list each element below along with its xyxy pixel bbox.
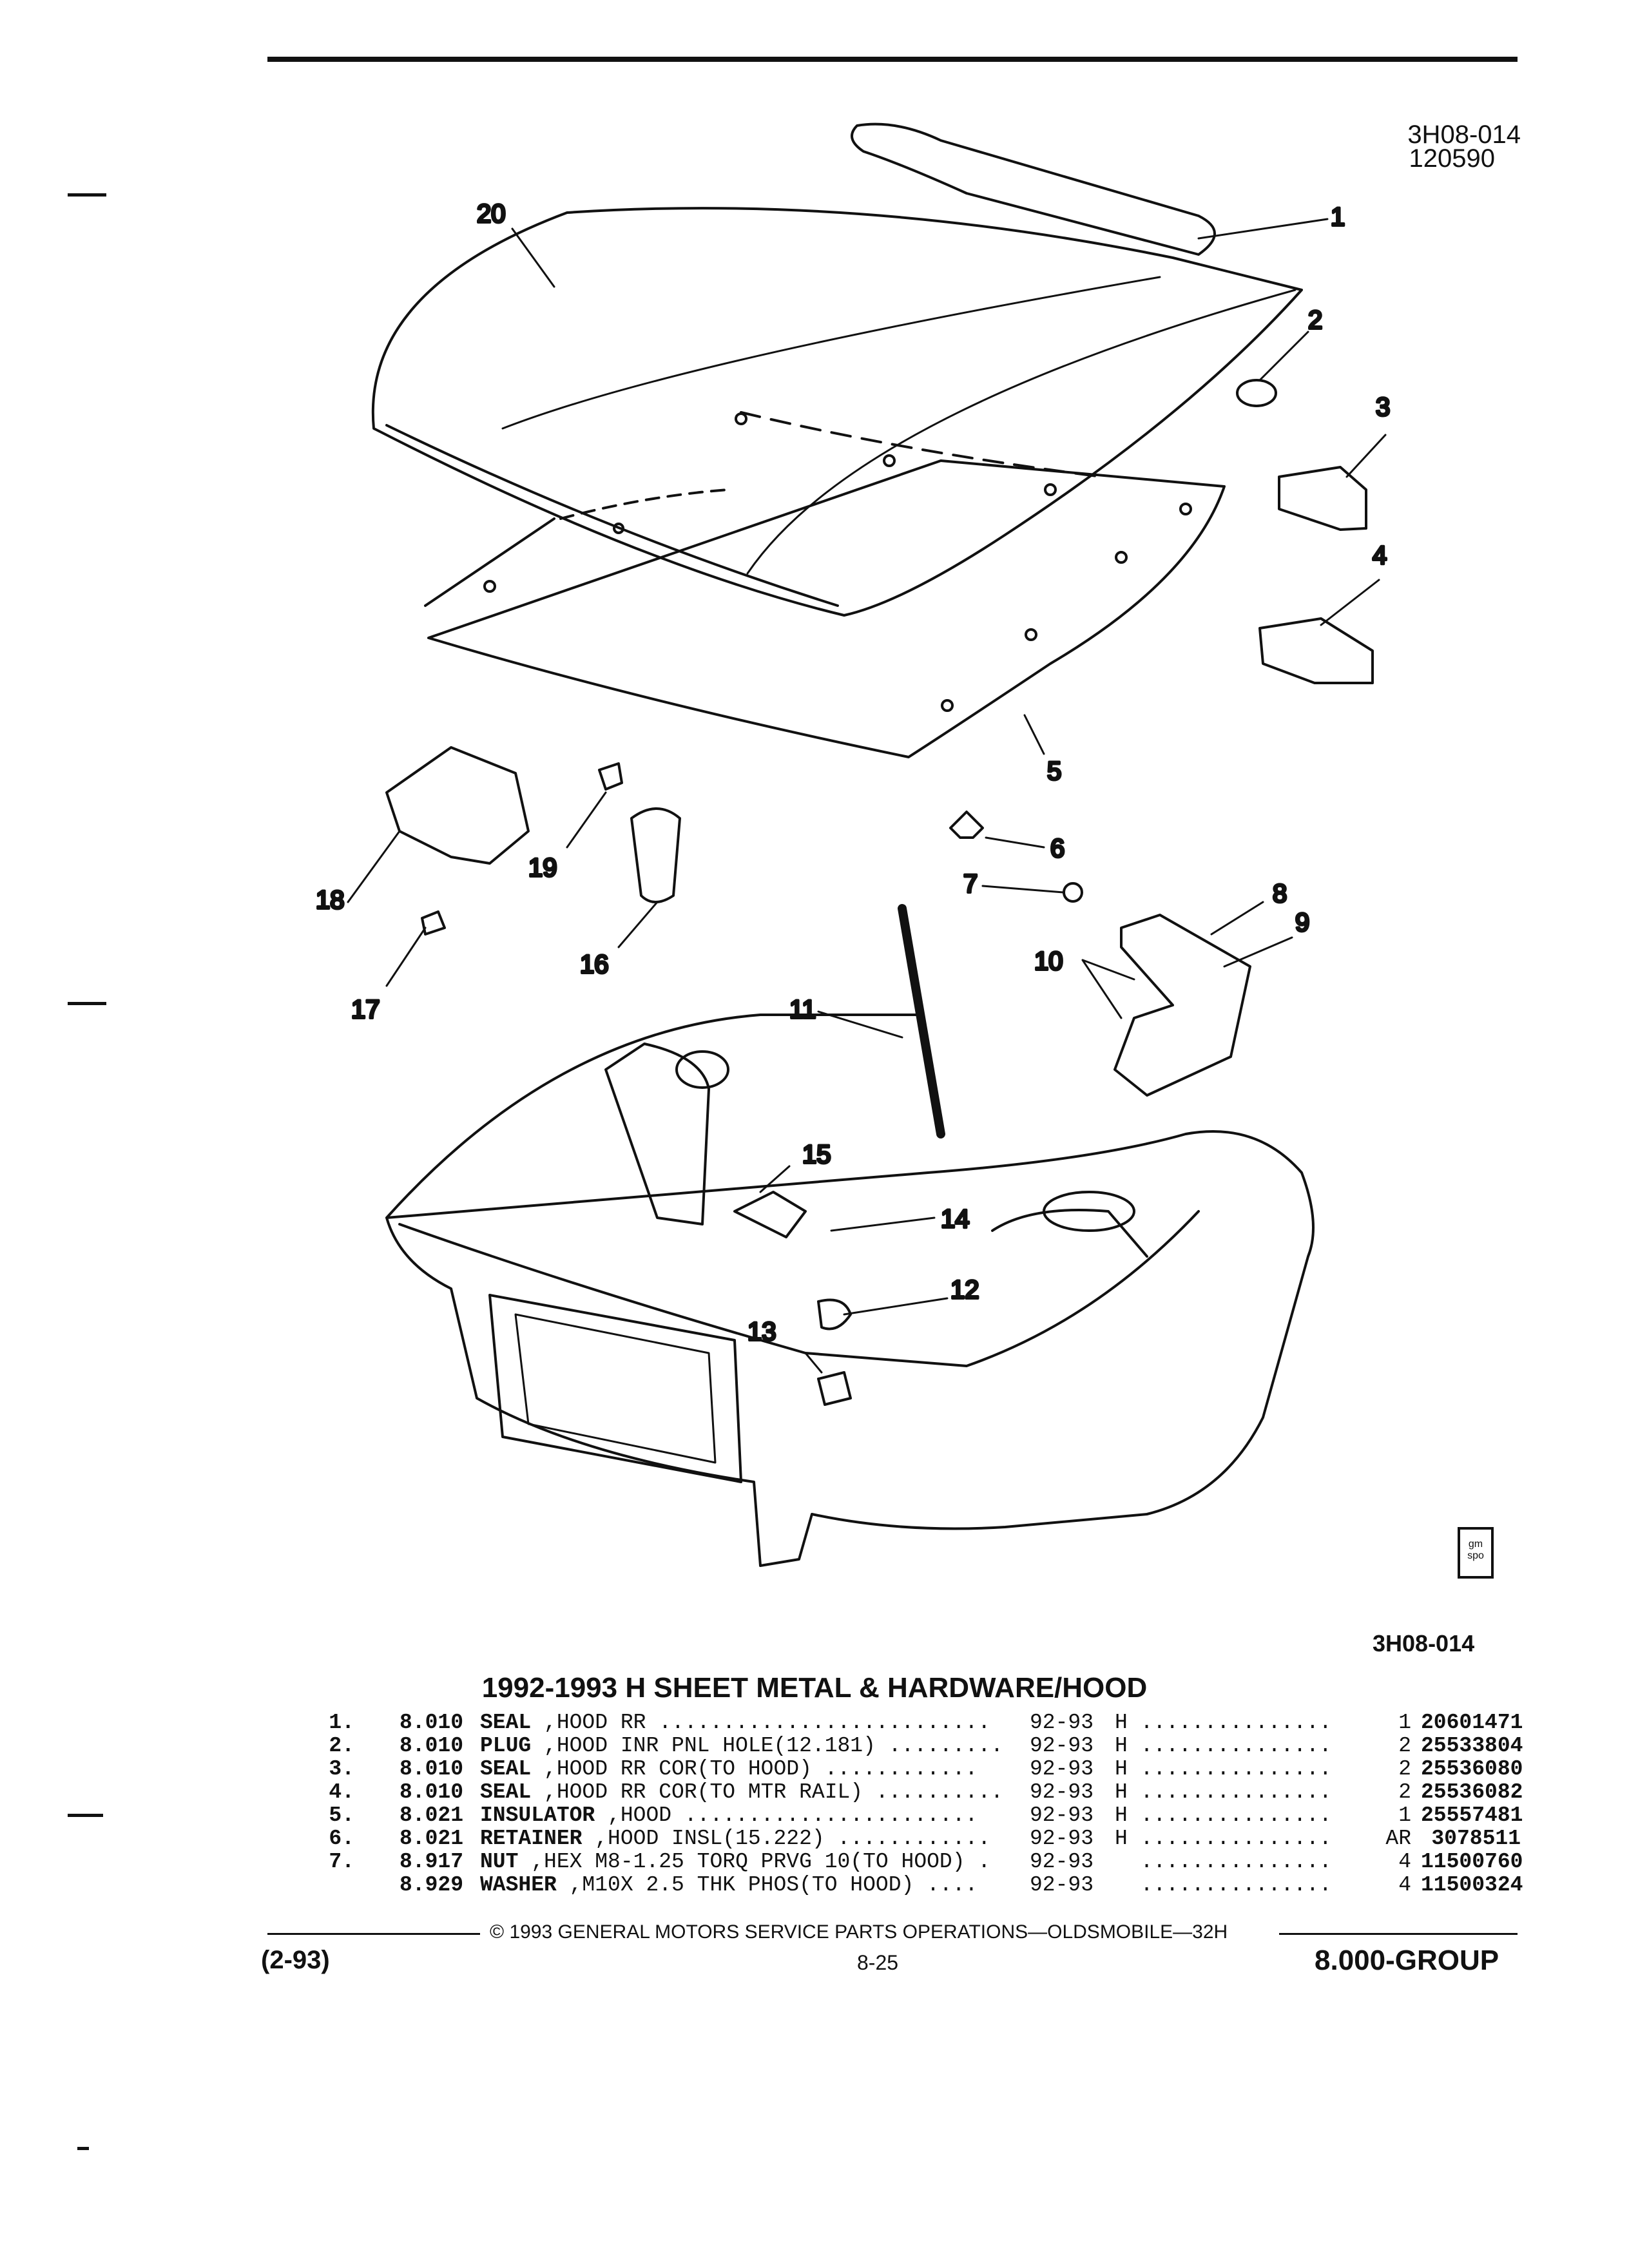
table-row: 7. 8.917 NUT ,HEX M8-1.25 TORQ PRVG 10(T… <box>329 1850 1523 1874</box>
hood-latch <box>385 746 530 865</box>
callout-18: 18 <box>316 886 345 914</box>
hood-panel <box>371 207 1303 617</box>
corner-seal-hood <box>1278 466 1367 531</box>
leader-lines <box>347 218 1387 1374</box>
margin-mark <box>68 1814 103 1817</box>
table-row: 8.929 WASHER ,M10X 2.5 THK PHOS(TO HOOD)… <box>400 1873 1523 1897</box>
table-row: 4. 8.010 SEAL ,HOOD RR COR(TO MTR RAIL) … <box>329 1780 1523 1804</box>
hood-hinge <box>1113 914 1251 1097</box>
top-rule <box>267 57 1518 62</box>
callout-16: 16 <box>580 950 609 979</box>
margin-mark <box>68 193 106 197</box>
callout-4: 4 <box>1373 541 1387 570</box>
table-row: 5. 8.021 INSULATOR ,HOOD ...............… <box>329 1803 1523 1827</box>
plug <box>1236 379 1277 407</box>
table-row: 6. 8.021 RETAINER ,HOOD INSL(15.222) ...… <box>329 1827 1521 1850</box>
callout-7: 7 <box>963 870 978 898</box>
callout-15: 15 <box>802 1140 831 1169</box>
callout-10: 10 <box>1034 947 1063 975</box>
adjuster-screw <box>421 910 446 936</box>
cap-12 <box>817 1298 852 1331</box>
section-title: 1992-1993 H SHEET METAL & HARDWARE/HOOD <box>481 1672 1148 1704</box>
bumper-bolt <box>598 762 623 791</box>
hood-exploded-diagram: 20 1 2 3 4 5 6 7 8 9 10 11 12 13 14 15 1… <box>314 122 1391 1567</box>
page-number: 8-25 <box>857 1951 899 1974</box>
corner-seal-rail <box>1258 617 1374 684</box>
figure-code-bottom: 3H08-014 <box>1373 1630 1475 1657</box>
retainer <box>949 811 984 839</box>
gm-spo-logo: gm spo <box>1458 1527 1494 1579</box>
footer-rule-right <box>1279 1933 1518 1935</box>
latch-support <box>733 1191 807 1238</box>
hood-insulator <box>424 411 1226 758</box>
table-row: 1. 8.010 SEAL ,HOOD RR .................… <box>329 1711 1523 1735</box>
callout-17: 17 <box>351 995 380 1024</box>
callout-8: 8 <box>1273 879 1287 908</box>
callout-5: 5 <box>1047 757 1061 785</box>
callout-19: 19 <box>528 854 557 882</box>
callout-12: 12 <box>950 1276 979 1304</box>
callout-20: 20 <box>477 200 506 228</box>
margin-mark <box>68 1002 106 1005</box>
rubber-bumper <box>630 807 681 903</box>
callout-14: 14 <box>941 1205 970 1233</box>
parts-table: 1. 8.010 SEAL ,HOOD RR .................… <box>316 1711 1523 1897</box>
callout-6: 6 <box>1050 834 1065 863</box>
front-body-structure <box>385 1014 1315 1567</box>
table-row: 2. 8.010 PLUG ,HOOD INR PNL HOLE(12.181)… <box>329 1734 1523 1758</box>
footer-group: 8.000-GROUP <box>1315 1945 1499 1976</box>
callout-1: 1 <box>1331 203 1345 231</box>
stud-13 <box>817 1371 852 1406</box>
callout-13: 13 <box>747 1318 776 1346</box>
callout-9: 9 <box>1295 908 1309 937</box>
callout-2: 2 <box>1308 306 1322 334</box>
table-row: 3. 8.010 SEAL ,HOOD RR COR(TO HOOD) ....… <box>329 1757 1523 1781</box>
footer-date: (2-93) <box>261 1946 330 1974</box>
callout-11: 11 <box>789 995 816 1024</box>
hood-seal <box>851 122 1216 256</box>
callout-3: 3 <box>1376 393 1390 421</box>
footer-rule-left <box>267 1933 480 1935</box>
figure-code-top: 3H08-014 <box>1407 120 1521 149</box>
figure-date-code: 120590 <box>1409 144 1495 173</box>
nut <box>1063 882 1083 903</box>
copyright-notice: © 1993 GENERAL MOTORS SERVICE PARTS OPER… <box>490 1921 1228 1943</box>
margin-mark <box>77 2147 89 2150</box>
hood-strut <box>898 904 945 1139</box>
